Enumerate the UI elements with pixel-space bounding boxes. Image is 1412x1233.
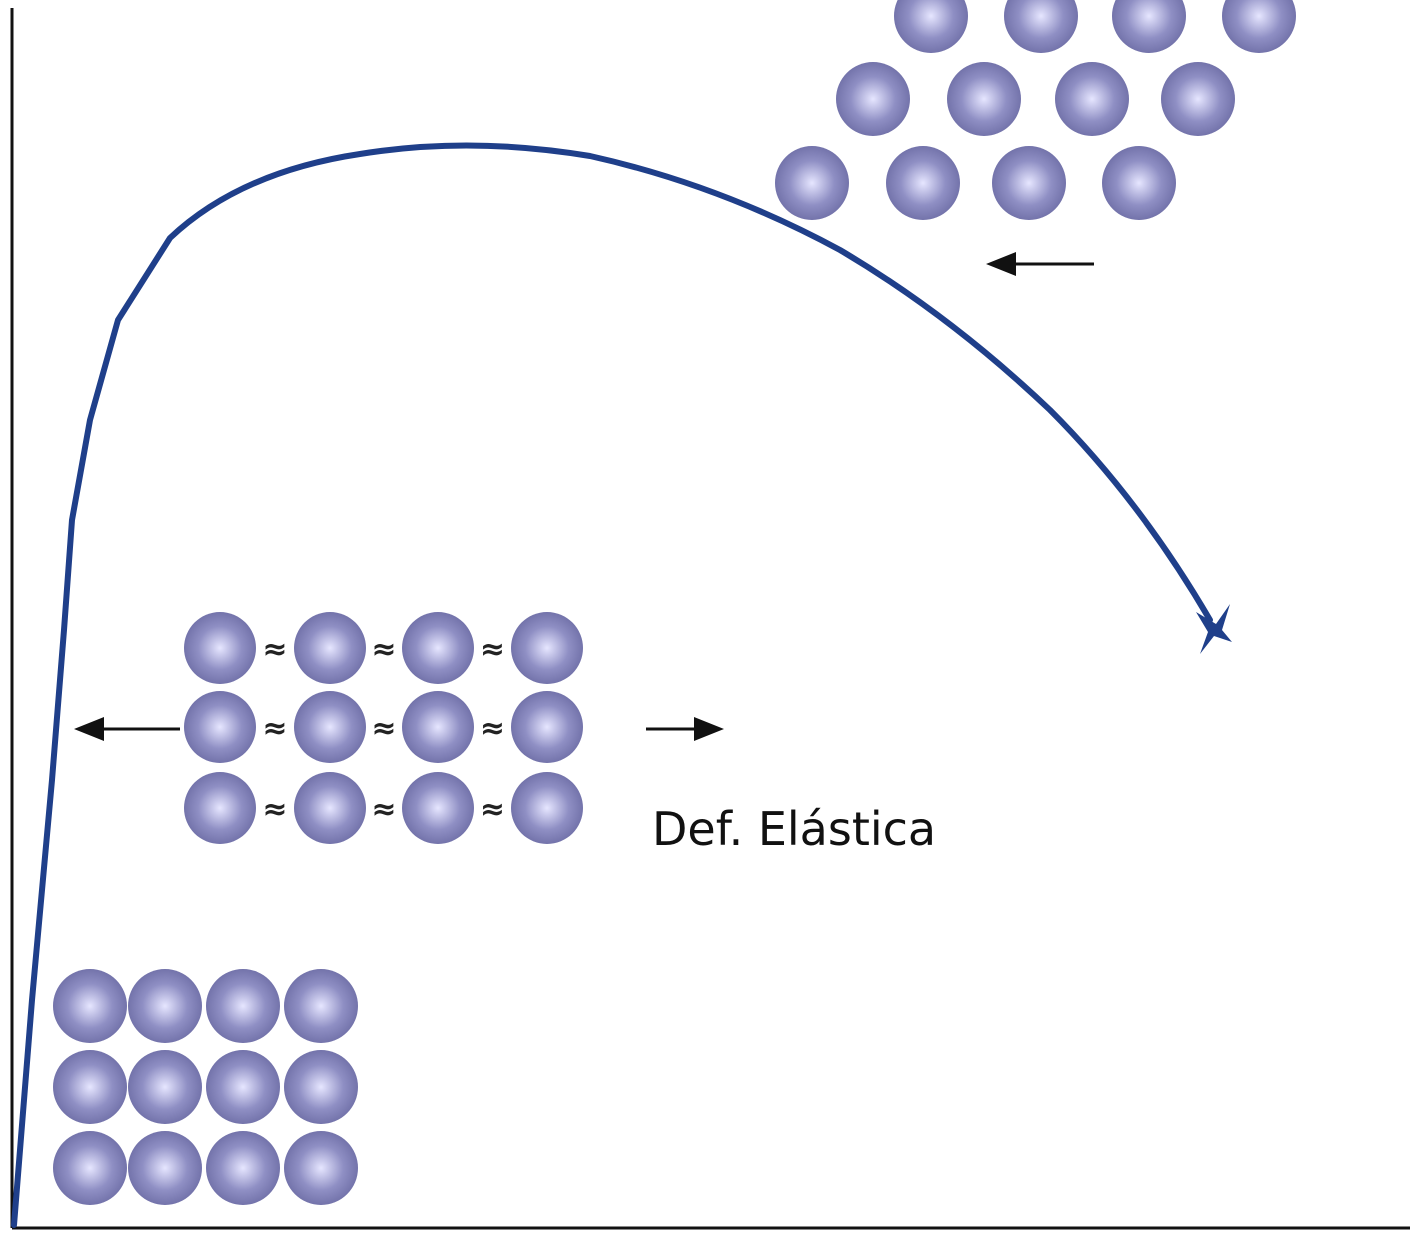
initial-lattice: [53, 969, 358, 1205]
atom: [1161, 62, 1235, 136]
atom: [53, 1131, 127, 1205]
bond-spring: ≈: [262, 632, 287, 667]
atom: [894, 0, 968, 53]
atom: [1102, 146, 1176, 220]
atom: [1112, 0, 1186, 53]
atom: [1055, 62, 1129, 136]
bond-spring: ≈: [480, 632, 505, 667]
atom: [128, 1050, 202, 1124]
atom: [53, 1050, 127, 1124]
atom: [511, 691, 583, 763]
atom: [992, 146, 1066, 220]
atom: [184, 612, 256, 684]
bond-spring: ≈: [480, 792, 505, 827]
bond-spring: ≈: [371, 792, 396, 827]
stress-strain-curve: [11, 142, 1213, 1228]
atom: [775, 146, 849, 220]
atom: [128, 969, 202, 1043]
atom: [402, 612, 474, 684]
atom: [284, 1131, 358, 1205]
fracture-mark-icon: [1196, 604, 1232, 654]
atom: [294, 691, 366, 763]
atom: [184, 691, 256, 763]
plastic-lattice: [775, 0, 1296, 220]
atom: [947, 62, 1021, 136]
elastic-lattice: ≈ ≈ ≈ ≈ ≈ ≈ ≈ ≈ ≈: [184, 612, 583, 844]
atom: [402, 772, 474, 844]
arrow-left-icon: [986, 252, 1094, 276]
atom: [284, 1050, 358, 1124]
atom: [284, 969, 358, 1043]
bond-spring: ≈: [480, 711, 505, 746]
atom: [184, 772, 256, 844]
elastic-deformation-label: Def. Elástica: [652, 802, 936, 856]
atom: [836, 62, 910, 136]
axes: [10, 8, 1410, 1230]
atom: [1004, 0, 1078, 53]
bond-spring: ≈: [371, 711, 396, 746]
atom: [511, 612, 583, 684]
atom: [206, 1050, 280, 1124]
bond-spring: ≈: [262, 792, 287, 827]
atom: [206, 969, 280, 1043]
atom: [128, 1131, 202, 1205]
atom: [294, 772, 366, 844]
atom: [206, 1131, 280, 1205]
atom: [294, 612, 366, 684]
arrow-left-icon: [74, 717, 180, 741]
atom: [886, 146, 960, 220]
atom: [53, 969, 127, 1043]
bond-spring: ≈: [371, 632, 396, 667]
bond-spring: ≈: [262, 711, 287, 746]
atom: [1222, 0, 1296, 53]
atom: [511, 772, 583, 844]
atom: [402, 691, 474, 763]
arrow-right-icon: [646, 717, 724, 741]
